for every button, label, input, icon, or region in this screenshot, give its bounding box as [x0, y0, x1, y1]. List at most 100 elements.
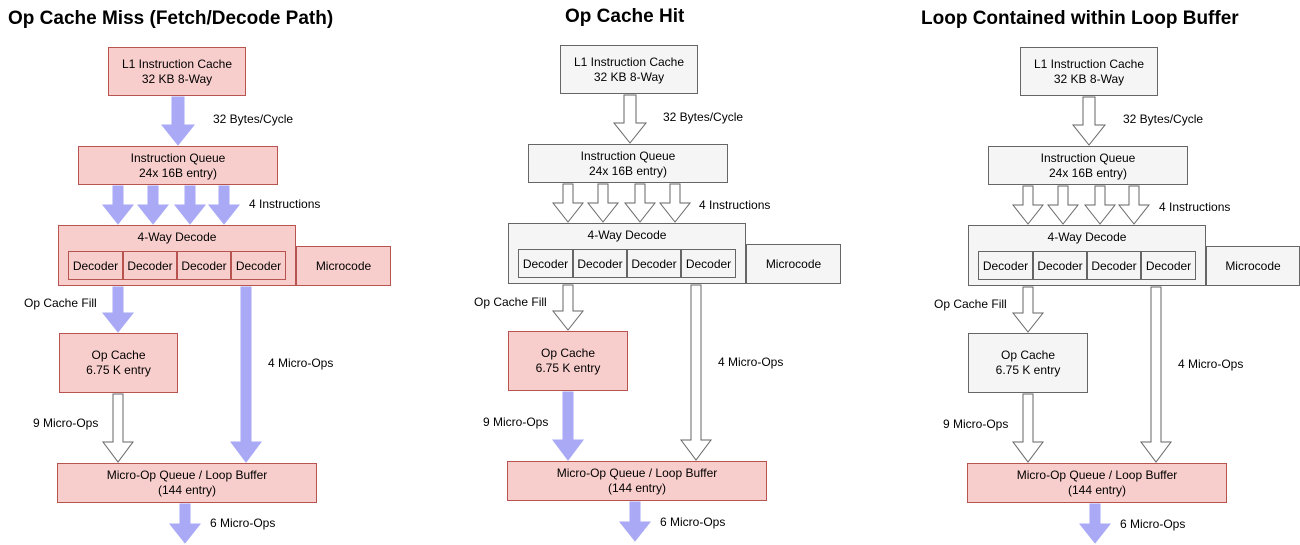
panel-title: Op Cache Miss (Fetch/Decode Path)	[8, 8, 334, 29]
l1-cache-size: 32 KB 8-Way	[1053, 71, 1125, 86]
iq-size: 24x 16B entry)	[1048, 165, 1128, 180]
op-cache: Op Cache 6.75 K entry	[968, 333, 1088, 393]
down-arrow	[680, 284, 712, 461]
queue-size: (144 entry)	[157, 483, 217, 497]
decoder-3: Decoder	[177, 251, 231, 280]
down-arrow	[552, 391, 584, 461]
decoder-4: Decoder	[681, 249, 736, 278]
decoder-2: Decoder	[1033, 251, 1087, 280]
down-arrow	[1083, 185, 1117, 225]
iq-size: 24x 16B entry)	[588, 163, 668, 178]
down-arrow	[1011, 286, 1045, 333]
decoder-4: Decoder	[1141, 251, 1196, 280]
four-micro-ops-label: 4 Micro-Ops	[718, 355, 784, 369]
decode-title: 4-Way Decode	[1047, 230, 1127, 244]
micro-op-queue: Micro-Op Queue / Loop Buffer (144 entry)	[507, 461, 767, 501]
down-arrow	[1071, 96, 1107, 146]
l1-instruction-cache: L1 Instruction Cache 32 KB 8-Way	[1020, 47, 1158, 96]
queue-name: Micro-Op Queue / Loop Buffer	[556, 466, 718, 480]
queue-size: (144 entry)	[607, 481, 667, 495]
op-cache-size: 6.75 K entry	[995, 363, 1061, 377]
decoder-3: Decoder	[1087, 251, 1141, 280]
queue-name: Micro-Op Queue / Loop Buffer	[106, 468, 268, 482]
down-arrow	[1012, 393, 1044, 463]
microcode: Microcode	[746, 244, 841, 284]
op-cache-fill-label: Op Cache Fill	[934, 297, 1007, 311]
op-cache-size: 6.75 K entry	[535, 361, 601, 375]
instruction-queue: Instruction Queue 24x 16B entry)	[988, 146, 1188, 185]
down-arrow	[1078, 503, 1112, 544]
iq-name: Instruction Queue	[130, 150, 226, 165]
decoder-2: Decoder	[573, 249, 627, 278]
l1-cache-name: L1 Instruction Cache	[573, 54, 685, 69]
panel-title: Loop Contained within Loop Buffer	[921, 8, 1239, 29]
down-arrow	[1140, 286, 1172, 463]
down-arrow	[101, 286, 135, 333]
panel-title: Op Cache Hit	[565, 6, 685, 27]
four-micro-ops-label: 4 Micro-Ops	[1178, 357, 1244, 371]
down-arrow	[173, 185, 207, 225]
iq-name: Instruction Queue	[580, 148, 676, 163]
micro-op-queue: Micro-Op Queue / Loop Buffer (144 entry)	[57, 463, 317, 503]
down-arrow	[586, 183, 620, 223]
queue-name: Micro-Op Queue / Loop Buffer	[1016, 468, 1178, 482]
nine-micro-ops-label: 9 Micro-Ops	[33, 416, 99, 430]
down-arrow	[658, 183, 692, 223]
l1-cache-name: L1 Instruction Cache	[1033, 56, 1145, 71]
instructions-label: 4 Instructions	[699, 198, 771, 212]
instructions-label: 4 Instructions	[1159, 200, 1231, 214]
l1-instruction-cache: L1 Instruction Cache 32 KB 8-Way	[560, 45, 698, 94]
microcode: Microcode	[296, 246, 391, 286]
l1-cache-name: L1 Instruction Cache	[121, 56, 233, 71]
op-cache-name: Op Cache	[91, 348, 146, 362]
decoder-2: Decoder	[123, 251, 177, 280]
nine-micro-ops-label: 9 Micro-Ops	[943, 417, 1009, 431]
down-arrow	[623, 183, 657, 223]
down-arrow	[618, 501, 652, 542]
bytes-per-cycle-label: 32 Bytes/Cycle	[213, 112, 294, 126]
decode-title: 4-Way Decode	[137, 230, 217, 244]
down-arrow	[230, 286, 262, 463]
six-micro-ops-label: 6 Micro-Ops	[660, 515, 726, 529]
op-cache-fill-label: Op Cache Fill	[24, 296, 97, 310]
op-cache-name: Op Cache	[540, 346, 596, 360]
l1-cache-size: 32 KB 8-Way	[593, 69, 665, 84]
queue-size: (144 entry)	[1067, 483, 1127, 497]
l1-instruction-cache: L1 Instruction Cache 32 KB 8-Way	[108, 47, 246, 96]
decoder-3: Decoder	[627, 249, 681, 278]
iq-name: Instruction Queue	[1040, 150, 1136, 165]
l1-cache-size: 32 KB 8-Way	[141, 71, 213, 86]
six-micro-ops-label: 6 Micro-Ops	[1120, 517, 1186, 531]
four-micro-ops-label: 4 Micro-Ops	[268, 356, 334, 370]
bytes-per-cycle-label: 32 Bytes/Cycle	[663, 110, 744, 124]
down-arrow	[136, 185, 170, 225]
down-arrow	[551, 284, 585, 331]
micro-op-queue: Micro-Op Queue / Loop Buffer (144 entry)	[967, 463, 1227, 503]
op-cache-size: 6.75 K entry	[86, 363, 151, 377]
down-arrow	[612, 94, 648, 144]
down-arrow	[1011, 185, 1045, 225]
iq-size: 24x 16B entry)	[138, 165, 218, 180]
instruction-queue: Instruction Queue 24x 16B entry)	[528, 144, 728, 183]
decode-title: 4-Way Decode	[587, 228, 667, 242]
down-arrow	[168, 503, 202, 544]
down-arrow	[1117, 185, 1151, 225]
decoder-1: Decoder	[68, 251, 123, 280]
down-arrow	[207, 185, 241, 225]
op-cache-fill-label: Op Cache Fill	[474, 295, 547, 309]
down-arrow	[102, 393, 134, 463]
op-cache-name: Op Cache	[1000, 348, 1056, 362]
decoder-4: Decoder	[231, 251, 286, 280]
decoder-1: Decoder	[518, 249, 573, 278]
bytes-per-cycle-label: 32 Bytes/Cycle	[1123, 112, 1204, 126]
instructions-label: 4 Instructions	[249, 197, 321, 211]
instruction-queue: Instruction Queue 24x 16B entry)	[78, 146, 278, 185]
decoder-1: Decoder	[978, 251, 1033, 280]
down-arrow	[101, 185, 135, 225]
down-arrow	[551, 183, 585, 223]
down-arrow	[160, 96, 196, 146]
microcode: Microcode	[1206, 246, 1300, 286]
down-arrow	[1046, 185, 1080, 225]
op-cache: Op Cache 6.75 K entry	[508, 331, 628, 391]
